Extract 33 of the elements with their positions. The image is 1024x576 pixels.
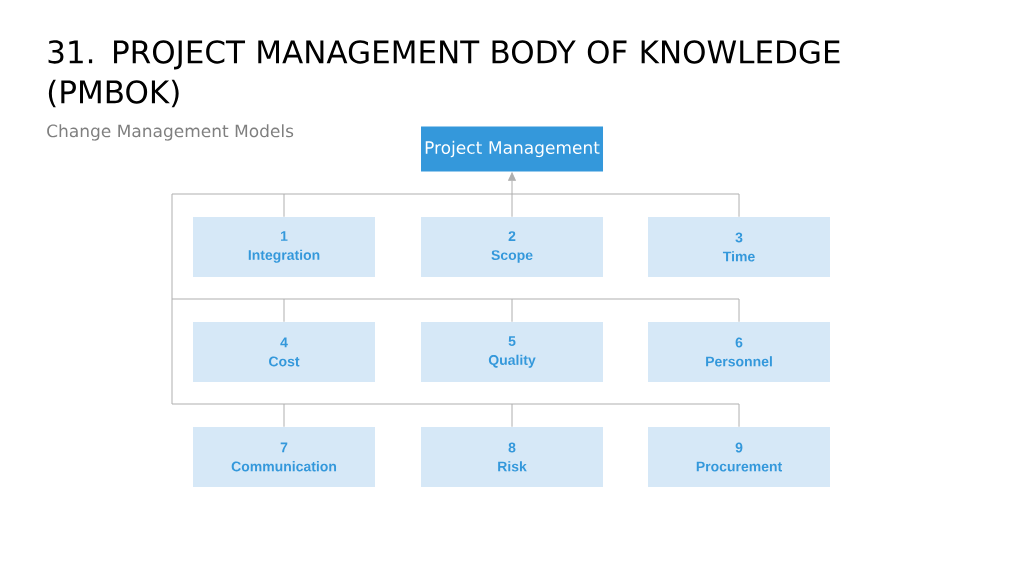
- connector-line: [283, 298, 513, 300]
- connector-line: [511, 403, 513, 428]
- connector-line: [171, 193, 173, 300]
- category-box: 3 Time: [648, 217, 830, 277]
- connector-line: [511, 298, 740, 300]
- category-box: 1 Integration: [193, 217, 375, 277]
- connector-line: [511, 193, 740, 195]
- connector-line: [283, 193, 285, 218]
- category-box: 4 Cost: [193, 322, 375, 382]
- category-box: 6 Personnel: [648, 322, 830, 382]
- category-box: 2 Scope: [421, 217, 603, 277]
- slide-title: 31. PROJECT MANAGEMENT BODY OF KNOWLEDGE (PMBOK): [48, 40, 840, 108]
- category-box: 5 Quality: [421, 322, 603, 382]
- category-box: 7 Communication: [193, 427, 375, 487]
- connector-line: [511, 193, 513, 218]
- connector-line: [738, 193, 740, 218]
- connector-line: [171, 298, 285, 300]
- subtitle: Change Management Models: [47, 124, 294, 141]
- connector-line: [283, 298, 285, 323]
- category-box: 8 Risk: [421, 427, 603, 487]
- connector-line: [171, 193, 285, 195]
- category-box: 9 Procurement: [648, 427, 830, 487]
- connector-line: [171, 298, 173, 405]
- connector-line: [511, 298, 513, 323]
- connector-line: [283, 403, 285, 428]
- connector-line: [171, 403, 285, 405]
- root-box: Project Management: [421, 126, 603, 172]
- connector-line: [511, 403, 740, 405]
- connector-line: [283, 403, 513, 405]
- connector-line: [738, 403, 740, 428]
- connector-line: [283, 193, 513, 195]
- connector-line: [738, 298, 740, 323]
- arrow: [508, 172, 516, 195]
